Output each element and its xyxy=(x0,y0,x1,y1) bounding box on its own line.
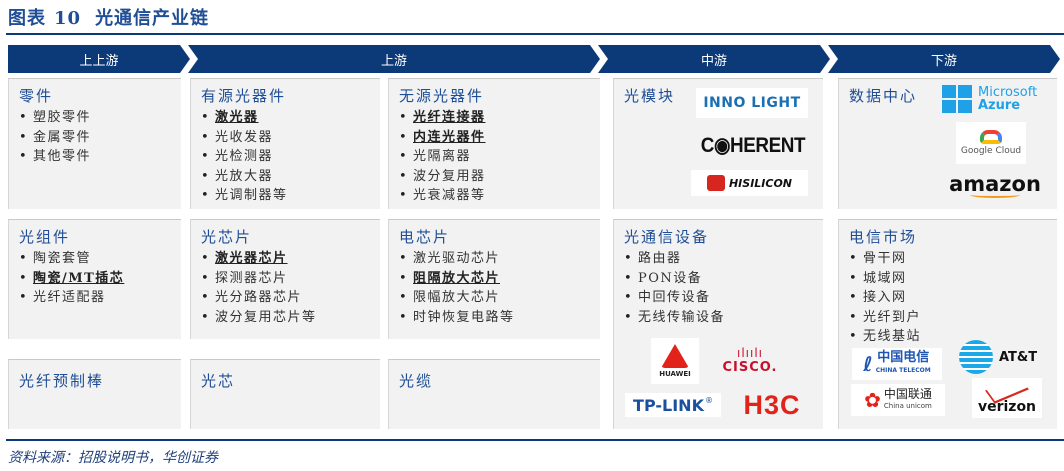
bottom-rule xyxy=(6,439,1064,441)
hisilicon-logo: HISILICON xyxy=(691,170,808,196)
list-item: •城域网 xyxy=(849,270,907,286)
band-label: 上游 xyxy=(380,53,407,69)
figure-title: 图表 10 光通信产业链 xyxy=(8,4,209,32)
list-item: •金属零件 xyxy=(19,129,92,145)
list-item: •光检测器 xyxy=(201,149,274,164)
box-electrical-chip: 电芯片 •激光驱动芯片 •阻隔放大芯片 •限幅放大芯片 •时钟恢复电路等 xyxy=(388,219,600,339)
list-item: •探测器芯片 xyxy=(201,270,288,286)
google-cloud-logo: Google Cloud xyxy=(956,122,1026,164)
list-item: •光衰减器等 xyxy=(399,188,486,203)
list-item: •阻隔放大芯片 xyxy=(399,270,501,286)
att-logo: AT&T xyxy=(953,340,1043,374)
box-fiber-preform: 光纤预制棒 xyxy=(8,359,181,429)
band-upper-upstream: 上上游 xyxy=(8,45,190,73)
list-item: •光放大器 xyxy=(201,168,274,184)
box-title: 光模块 xyxy=(624,87,676,105)
box-title: 无源光器件 xyxy=(399,87,485,105)
band-upstream: 上游 xyxy=(188,45,600,73)
top-rule xyxy=(6,33,1064,35)
box-title: 零件 xyxy=(19,87,54,105)
list-item: •路由器 xyxy=(624,251,682,266)
huawei-logo: HUAWEI xyxy=(651,338,699,384)
box-title: 电信市场 xyxy=(849,228,918,246)
list-item: •陶瓷/MT插芯 xyxy=(19,270,125,286)
box-title: 有源光器件 xyxy=(201,87,287,105)
list-item: •限幅放大芯片 xyxy=(399,290,501,305)
band-downstream: 下游 xyxy=(828,45,1060,73)
figure-name: 光通信产业链 xyxy=(95,8,210,29)
list-item: •波分复用芯片等 xyxy=(201,309,317,325)
band-label: 下游 xyxy=(930,53,957,69)
tplink-logo: TP-LINK ® xyxy=(625,393,721,417)
innolight-logo: INNO LIGHT xyxy=(696,88,808,118)
list-item: •内连光器件 xyxy=(399,129,486,145)
box-active-components: 有源光器件 •激光器 •光收发器 •光检测器 •光放大器 •光调制器等 xyxy=(190,78,380,209)
list-item: •接入网 xyxy=(849,290,907,305)
box-title: 光芯片 xyxy=(201,228,253,246)
list-item: •激光器 xyxy=(201,110,259,125)
list-item: •无线基站 xyxy=(849,329,922,344)
list-item: •中回传设备 xyxy=(624,290,711,305)
list-item: •激光器芯片 xyxy=(201,251,288,266)
list-item: •陶瓷套管 xyxy=(19,251,92,266)
list-item: •波分复用器 xyxy=(399,168,486,184)
list-item: •激光驱动芯片 xyxy=(399,251,501,266)
box-title: 电芯片 xyxy=(399,228,451,246)
coherent-logo: C◉HERENT xyxy=(700,133,805,157)
box-title: 光通信设备 xyxy=(624,228,710,246)
list-item: •塑胶零件 xyxy=(19,110,92,125)
list-item: •光隔离器 xyxy=(399,149,472,164)
list-item: •光收发器 xyxy=(201,129,274,145)
list-item: •光纤适配器 xyxy=(19,290,106,305)
list-item: •光调制器等 xyxy=(201,188,288,203)
band-label: 上上游 xyxy=(79,53,119,69)
amazon-logo: amazon xyxy=(949,171,1041,198)
figure-prefix: 图表 xyxy=(8,8,46,29)
list-item: •光纤连接器 xyxy=(399,110,486,125)
list-item: •PON设备 xyxy=(624,270,703,286)
box-optical-chip: 光芯片 •激光器芯片 •探测器芯片 •光分路器芯片 •波分复用芯片等 xyxy=(190,219,380,339)
box-optical-assembly: 光组件 •陶瓷套管 •陶瓷/MT插芯 •光纤适配器 xyxy=(8,219,181,339)
band-label: 中游 xyxy=(700,53,727,69)
figure-number: 10 xyxy=(54,8,82,29)
china-telecom-logo: ℓ 中国电信 CHINA TELECOM xyxy=(852,348,942,380)
box-passive-components: 无源光器件 •光纤连接器 •内连光器件 •光隔离器 •波分复用器 •光衰减器等 xyxy=(388,78,600,209)
h3c-logo: H3C xyxy=(743,389,801,420)
cisco-logo: ılıılı CISCO. xyxy=(722,345,778,375)
box-title: 数据中心 xyxy=(849,87,918,105)
box-title: 光组件 xyxy=(19,228,71,246)
box-title: 光缆 xyxy=(399,372,434,390)
list-item: •其他零件 xyxy=(19,149,92,164)
source-note: 资料来源：招股说明书，华创证券 xyxy=(8,450,218,466)
band-midstream: 中游 xyxy=(598,45,830,73)
list-item: •时钟恢复电路等 xyxy=(399,309,515,325)
list-item: •无线传输设备 xyxy=(624,309,726,325)
box-parts: 零件 •塑胶零件 •金属零件 •其他零件 xyxy=(8,78,181,209)
list-item: •光分路器芯片 xyxy=(201,290,303,305)
box-title: 光芯 xyxy=(201,372,236,390)
box-title: 光纤预制棒 xyxy=(19,372,105,390)
list-item: •骨干网 xyxy=(849,251,907,266)
box-fiber-core: 光芯 xyxy=(190,359,380,429)
list-item: •光纤到户 xyxy=(849,309,922,325)
verizon-logo: verizon xyxy=(972,376,1042,418)
china-unicom-logo: ✿ 中国联通 China unicom xyxy=(851,384,945,416)
box-fiber-cable: 光缆 xyxy=(388,359,600,429)
